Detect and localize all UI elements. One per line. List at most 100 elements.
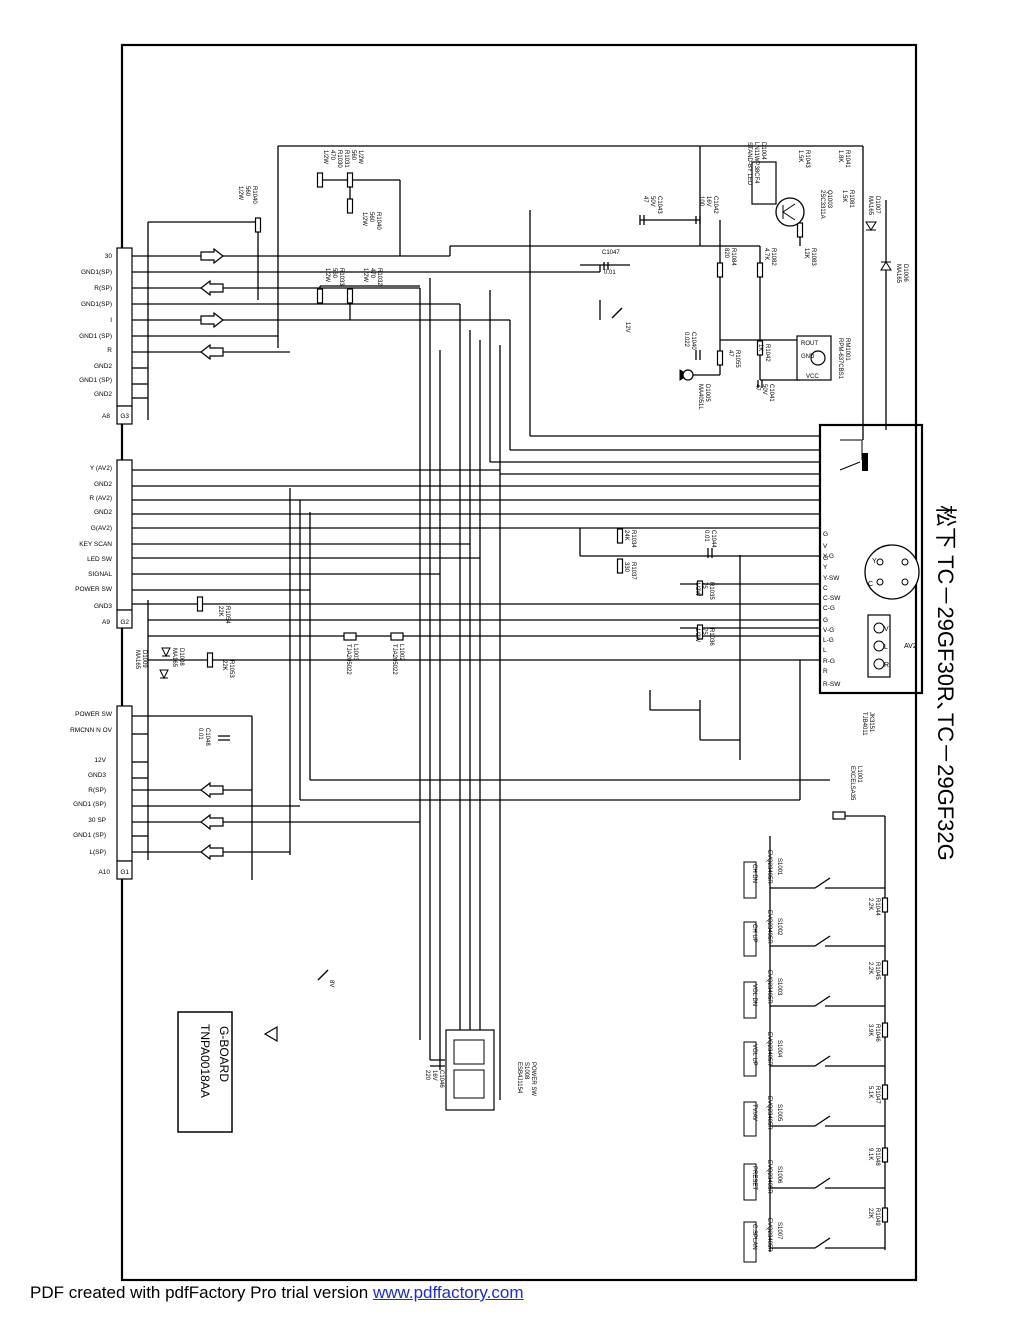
av-terminal-pins: G V G Y Y-G Y-SW C C-SW C-G G V-G L-G L … bbox=[823, 531, 841, 688]
switch-ref: S1002 bbox=[776, 918, 782, 936]
component-value: 820 bbox=[723, 248, 729, 259]
switch-ref: S1001 bbox=[776, 858, 782, 876]
terminal-pin: V bbox=[823, 543, 828, 550]
switch-label: VOL DN bbox=[751, 984, 757, 1006]
connector-ref: G2 bbox=[120, 619, 129, 626]
component-rating: 1/2W bbox=[324, 268, 330, 282]
connector-ref: G1 bbox=[120, 869, 129, 876]
component-value: 0.01 bbox=[703, 530, 709, 542]
terminal-pin: R bbox=[823, 668, 828, 675]
component-value: MA165 bbox=[134, 650, 140, 670]
pin-label: G(AV2) bbox=[91, 525, 112, 532]
av2-jack: L bbox=[884, 644, 888, 651]
component-ref: R1083 bbox=[810, 248, 816, 266]
switch-ref: S1006 bbox=[776, 1166, 782, 1184]
component-value: 47 bbox=[727, 350, 733, 357]
component-value: 0.01 bbox=[197, 728, 203, 740]
switch-label: TV/AV bbox=[751, 1104, 757, 1121]
pin-label: POWER SW bbox=[75, 586, 113, 593]
pin-label: I bbox=[110, 317, 112, 324]
switch-resistor: R1044 bbox=[874, 898, 880, 916]
component-ref: R1032 bbox=[376, 268, 382, 286]
component-labels: R1030 470 1/2W R1031 560 1/2W R1040 560 … bbox=[134, 142, 908, 1096]
terminal-pin: L-G bbox=[823, 637, 834, 644]
terminal-pin: G bbox=[823, 555, 828, 562]
switch-resistor-value: 22K bbox=[867, 1208, 873, 1219]
pin-label: GND1 (SP) bbox=[79, 377, 112, 384]
key-switch: VOL DN S1003 EVQ23405R R1046 3.9K bbox=[743, 970, 885, 1042]
component-rating: 50V bbox=[649, 196, 655, 207]
component-value: 75 bbox=[701, 628, 707, 635]
component-ref: R1082 bbox=[770, 248, 776, 266]
component-value: 220 bbox=[424, 1070, 430, 1081]
component-rating: 16V bbox=[431, 1070, 437, 1081]
switch-part: EVQ23405R bbox=[766, 1218, 772, 1252]
component-ref: R1033 bbox=[338, 268, 344, 286]
pin-label: R bbox=[107, 347, 112, 354]
voltage-label: 8V bbox=[328, 980, 334, 987]
switch-part: EVQ23405R bbox=[766, 1096, 772, 1130]
switch-label: CH UP bbox=[751, 924, 757, 943]
component-ref: JK3151 bbox=[868, 712, 874, 733]
component-ref: R1036 bbox=[708, 628, 714, 646]
component-value: 100 bbox=[698, 196, 704, 207]
component-ref: R1035 bbox=[708, 582, 714, 600]
component-value: 470 bbox=[369, 268, 375, 279]
terminal-pin: R-G bbox=[823, 658, 835, 665]
component-symbols bbox=[159, 161, 892, 1223]
connector-a9: Y (AV2) GND2 R (AV2) GND2 G(AV2) KEY SCA… bbox=[75, 465, 129, 626]
switch-resistor-value: 9.1K bbox=[867, 1148, 873, 1160]
terminal-pin: G bbox=[823, 531, 828, 538]
voltage-label: 12V bbox=[624, 322, 630, 333]
connector-id: A8 bbox=[102, 413, 110, 420]
footer-link[interactable]: www.pdffactory.com bbox=[372, 1283, 524, 1302]
pin-label: GND1 (SP) bbox=[73, 832, 106, 839]
component-rating: 1/2W bbox=[694, 582, 700, 596]
pin-label: SIGNAL bbox=[88, 571, 112, 578]
component-ref: R1084 bbox=[730, 248, 736, 266]
component-value: MA4051L bbox=[697, 384, 703, 410]
component-ref: D1006 bbox=[902, 264, 908, 282]
component-value: 0.022 bbox=[683, 332, 689, 348]
pin-label: GND2 bbox=[94, 363, 112, 370]
component-ref: D1007 bbox=[874, 196, 880, 214]
component-value: 12K bbox=[803, 248, 809, 259]
switch-resistor-value: 5.1K bbox=[867, 1086, 873, 1098]
connector-id: A9 bbox=[102, 619, 110, 626]
component-rating: 50V bbox=[761, 384, 767, 395]
component-value: 47 bbox=[642, 196, 648, 203]
pin-label: ROUT bbox=[801, 341, 818, 347]
board-frame bbox=[120, 43, 918, 1282]
pin-label: R(SP) bbox=[88, 787, 106, 794]
connector-id: A10 bbox=[98, 869, 110, 876]
pin-label: R (AV2) bbox=[89, 495, 112, 502]
component-ref: L1001 bbox=[856, 766, 862, 783]
footer-text: PDF created with pdfFactory Pro trial ve… bbox=[30, 1283, 373, 1302]
component-value: 22K bbox=[217, 606, 223, 617]
switch-ref: S1005 bbox=[776, 1104, 782, 1122]
signal-arrows bbox=[200, 248, 224, 860]
key-switch: CH DN S1001 EVQ23405R R1044 2.2K bbox=[743, 850, 885, 916]
component-rating: 16V bbox=[705, 196, 711, 207]
component-ref: R1040 bbox=[375, 212, 381, 230]
component-ref: C1043 bbox=[656, 196, 662, 214]
component-ref: R1043 bbox=[804, 150, 810, 168]
component-ref: C1040 bbox=[690, 332, 696, 350]
component-value: 47 bbox=[754, 384, 760, 391]
switch-resistor-value: 2.2K bbox=[867, 962, 873, 974]
pin-label: GND1 (SP) bbox=[79, 333, 112, 340]
component-label: STAND-BY LED bbox=[746, 142, 752, 186]
key-switch: C.SPLAN S1007 EVQ23405R bbox=[743, 1218, 885, 1263]
av2-jack-block: V L R AV2 bbox=[867, 614, 917, 678]
component-ref: C1046 bbox=[438, 1070, 444, 1088]
key-switch: CH UP S1002 EVQ23405R R1045 2.2K bbox=[743, 910, 885, 980]
component-value: MA165 bbox=[867, 196, 873, 216]
component-value: 1K bbox=[757, 344, 763, 351]
connector-a10: POWER SW RMCNN N OV 12V GND3 R(SP) GND1 … bbox=[70, 711, 129, 876]
switch-resistor-value: 3.9K bbox=[867, 1024, 873, 1036]
component-ref: Q1003 bbox=[826, 190, 832, 209]
switch-ref: S1004 bbox=[776, 1040, 782, 1058]
component-ref: L1002 bbox=[398, 644, 404, 661]
component-value: MA165 bbox=[895, 264, 901, 284]
pin-label: Y (AV2) bbox=[90, 465, 112, 472]
